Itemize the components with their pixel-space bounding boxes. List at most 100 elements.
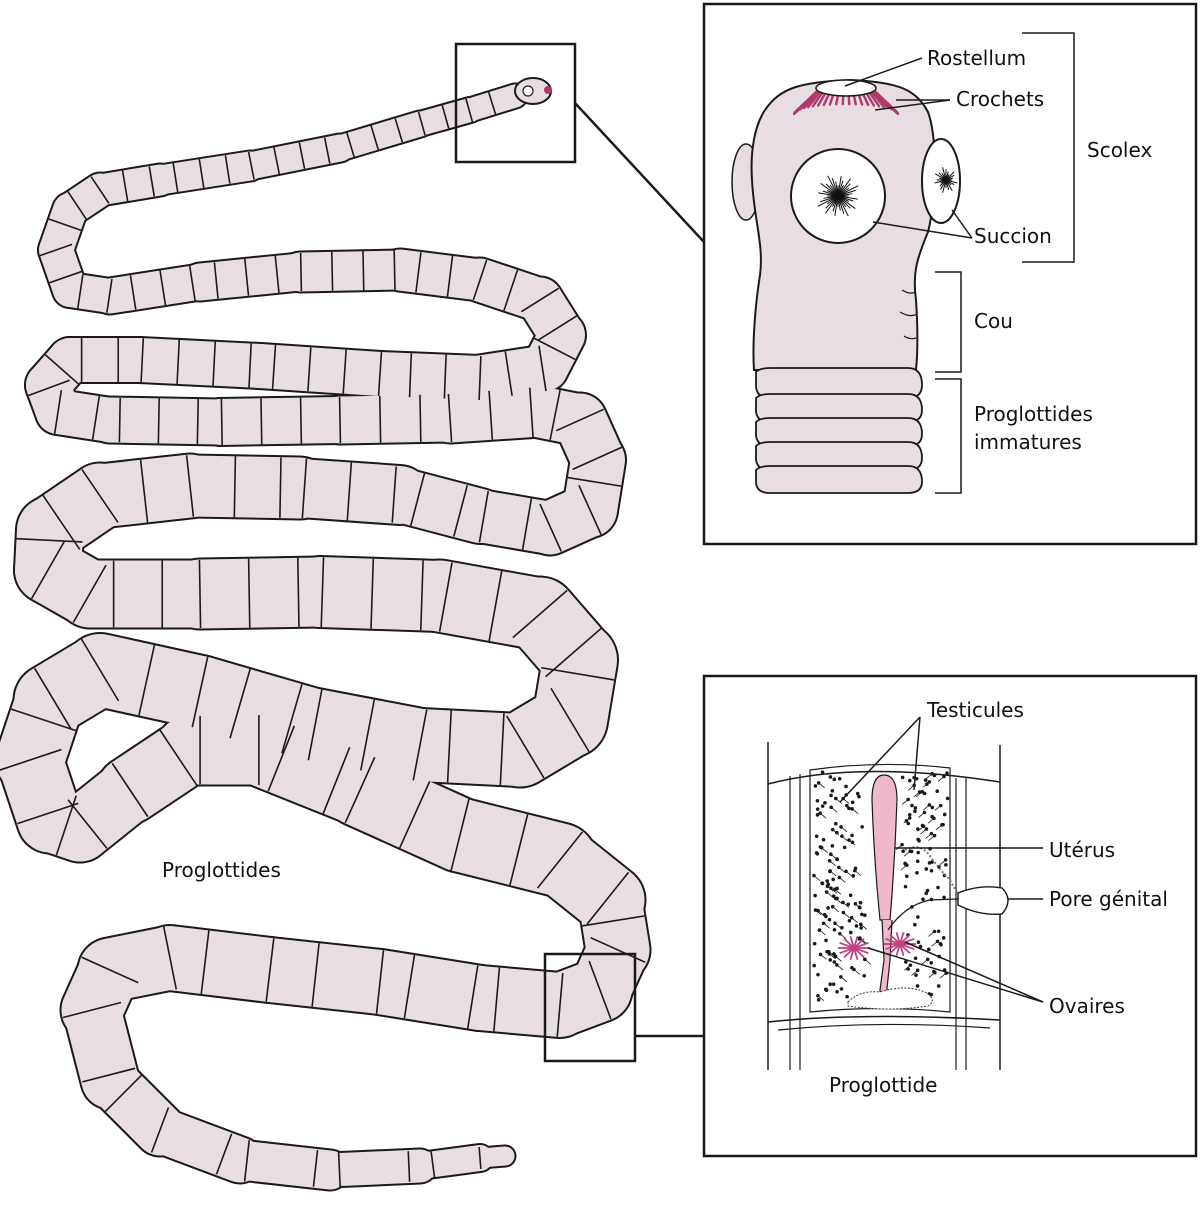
proglottid-segment-line — [30, 540, 66, 600]
ovary-lobe — [899, 943, 905, 956]
proglottid-segment-line — [504, 351, 513, 396]
proglottid-segment-line — [311, 943, 320, 1007]
testis-duct — [860, 923, 868, 930]
testis-duct — [821, 847, 828, 853]
ovary-lobe — [853, 941, 869, 949]
ovary-lobe — [853, 936, 859, 949]
proglottid-segment-line — [360, 699, 376, 771]
testis-follicle — [915, 859, 920, 864]
testis-follicle — [916, 850, 920, 855]
label-proglottide: Proglottide — [829, 1073, 937, 1097]
proglottid-segment-line — [377, 351, 383, 397]
proglottid-segment-line — [539, 503, 563, 552]
proglottid-segment-line — [172, 162, 179, 193]
testis-duct — [832, 906, 839, 913]
proglottid-segment-line — [260, 398, 263, 445]
label-proglottides-immatures-line2: immatures — [974, 430, 1082, 454]
testis-follicle — [907, 813, 912, 817]
proglottid-segment-line — [185, 455, 195, 517]
proglottid-segment-line — [16, 537, 83, 543]
testis-follicle — [842, 845, 847, 850]
testis-follicle — [935, 789, 940, 794]
testis-follicle — [822, 912, 827, 917]
testis-follicle — [853, 866, 858, 871]
proglottid-segment-line — [267, 725, 296, 792]
proglottid-segment-line — [488, 570, 503, 642]
testis-duct — [835, 956, 842, 962]
proglottid-segment-line — [10, 708, 77, 732]
testis-follicle — [936, 984, 941, 988]
proglottid-segment-line — [550, 687, 590, 753]
testis-follicle — [828, 982, 833, 986]
testis-duct — [855, 903, 862, 910]
neck-wrinkle — [901, 289, 917, 294]
proglottid-segment-line — [118, 398, 121, 443]
testis-follicle — [850, 965, 854, 970]
testis-duct — [813, 875, 821, 881]
scolex-connector — [574, 102, 705, 243]
testis-follicle — [863, 913, 867, 918]
proglottid-segment-line — [503, 269, 519, 311]
testis-duct — [830, 807, 838, 813]
testis-duct — [829, 860, 836, 867]
testis-follicle — [903, 861, 907, 866]
testis-follicle — [844, 784, 848, 789]
testis-follicle — [815, 813, 820, 817]
proglottid-segment-line — [346, 462, 353, 521]
proglottid-segment-line — [62, 1001, 122, 1019]
proglottid-segment-line — [407, 1151, 411, 1182]
testis-duct — [829, 870, 837, 877]
testis-duct — [901, 799, 909, 805]
proglottid-segment-line — [447, 393, 453, 443]
testis-follicle — [816, 972, 820, 977]
testis-follicle — [820, 804, 825, 808]
proglottid-segment-line — [555, 408, 605, 432]
testis-follicle — [825, 879, 829, 883]
proglottid-segment-line — [487, 91, 497, 115]
label-pore-genital: Pore génital — [1049, 887, 1168, 911]
sucker-ray — [945, 177, 953, 181]
ovary-lobe — [839, 941, 855, 949]
proglottid-segment-line — [48, 218, 82, 232]
proglottid-segment-line — [138, 644, 156, 716]
ovary-lobe — [895, 932, 901, 945]
proglottid-segment-line — [159, 270, 167, 306]
testis-follicle — [815, 807, 820, 811]
proglottid-segment-line — [281, 683, 303, 754]
testis-duct — [839, 877, 846, 883]
proglottid-segment-line — [90, 176, 110, 204]
sucker-ray — [934, 179, 947, 184]
uterus — [871, 774, 898, 921]
testis-follicle — [932, 773, 937, 778]
proglottid-segment-line — [488, 390, 494, 440]
testis-duct — [840, 976, 848, 983]
testis-duct — [851, 808, 859, 815]
genital-duct — [887, 897, 986, 931]
testis-duct — [845, 870, 853, 877]
proglottid-segment-line — [159, 729, 198, 787]
proglottid-field-border — [809, 763, 951, 1013]
testis-duct — [928, 931, 935, 937]
testis-duct — [927, 818, 935, 824]
proglottid-segment-line — [44, 354, 79, 385]
proglottid-segment-line — [188, 265, 196, 302]
testis-follicle — [945, 771, 949, 775]
proglottid-segment-line — [220, 398, 223, 445]
ovary-lobe — [885, 937, 901, 945]
sucker-ray — [827, 175, 839, 197]
proglottid-segment-line — [271, 344, 277, 389]
proglottid-segment-line — [215, 1133, 233, 1175]
testis-duct — [935, 824, 943, 831]
leader-testicules-2 — [913, 716, 921, 791]
testis-follicle — [860, 912, 864, 917]
proglottid-segment-line — [370, 125, 380, 150]
label-succion: Succion — [974, 224, 1052, 248]
testis-follicle — [936, 929, 941, 934]
proglottid-segment-line — [244, 258, 250, 296]
testis-follicle — [834, 821, 838, 826]
testis-follicle — [847, 918, 852, 923]
proglottid-segment-line — [478, 355, 482, 401]
proglottid-segment-line — [521, 498, 533, 550]
testis-duct — [818, 782, 825, 789]
